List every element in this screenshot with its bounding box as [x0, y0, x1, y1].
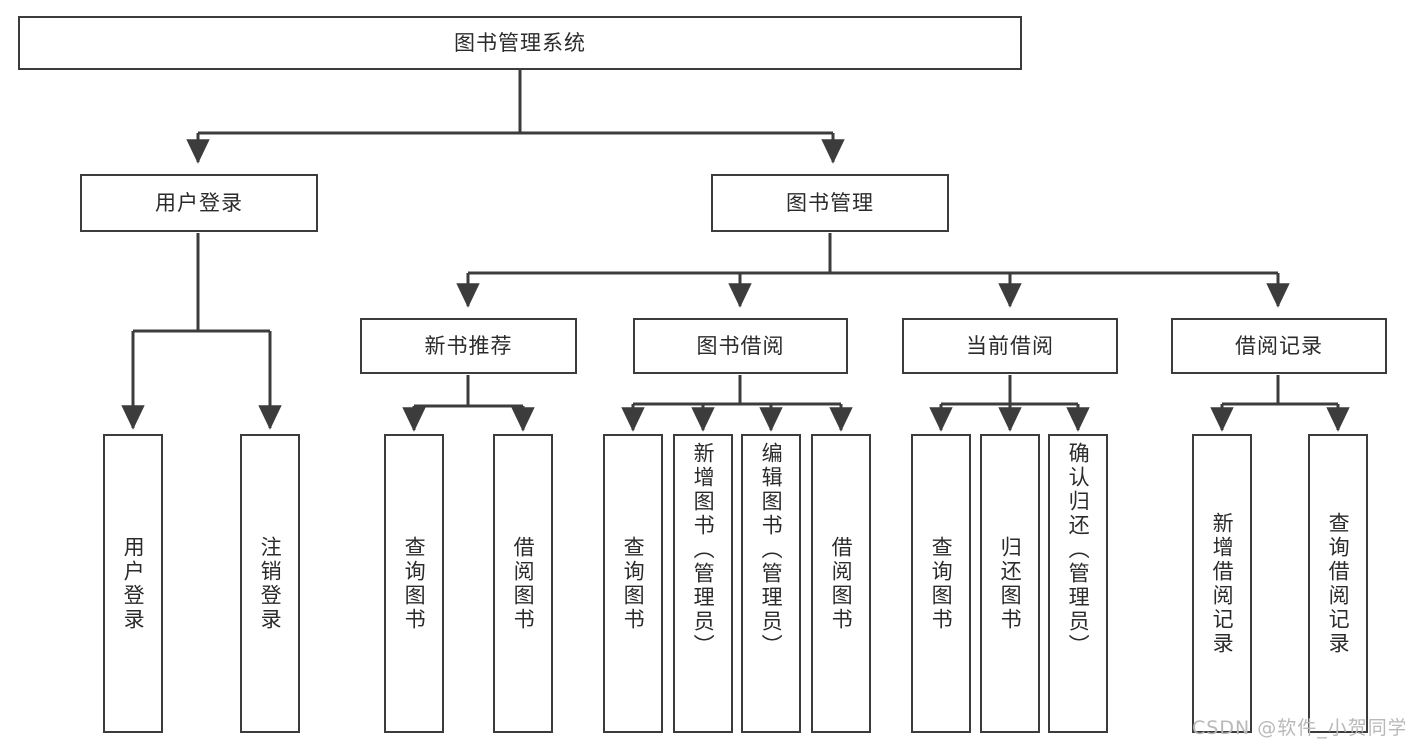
node-leaf-user-logout[interactable]: 注销登录 [240, 434, 300, 733]
node-borrow-record[interactable]: 借阅记录 [1171, 318, 1387, 374]
node-leaf-return-book[interactable]: 归还图书 [980, 434, 1040, 733]
node-leaf-edit-book[interactable]: 编辑图书（管理员） [741, 434, 801, 733]
node-leaf-query-book-1[interactable]: 查询图书 [384, 434, 444, 733]
node-leaf-add-book[interactable]: 新增图书（管理员） [673, 434, 733, 733]
node-book-borrow[interactable]: 图书借阅 [633, 318, 848, 374]
node-leaf-query-book-2[interactable]: 查询图书 [603, 434, 663, 733]
node-leaf-borrow-book-1[interactable]: 借阅图书 [493, 434, 553, 733]
node-book-manage[interactable]: 图书管理 [711, 174, 949, 232]
watermark-text: CSDN @软件_小贺同学 [1192, 717, 1405, 739]
node-root[interactable]: 图书管理系统 [18, 16, 1022, 70]
node-leaf-confirm-return[interactable]: 确认归还（管理员） [1048, 434, 1108, 733]
node-leaf-query-record[interactable]: 查询借阅记录 [1308, 434, 1368, 733]
node-new-book-recommend[interactable]: 新书推荐 [360, 318, 577, 374]
node-leaf-borrow-book-2[interactable]: 借阅图书 [811, 434, 871, 733]
node-leaf-add-record[interactable]: 新增借阅记录 [1192, 434, 1252, 733]
node-leaf-query-book-3[interactable]: 查询图书 [911, 434, 971, 733]
node-leaf-user-login[interactable]: 用户登录 [103, 434, 163, 733]
node-user-login[interactable]: 用户登录 [80, 174, 318, 232]
node-current-borrow[interactable]: 当前借阅 [902, 318, 1118, 374]
